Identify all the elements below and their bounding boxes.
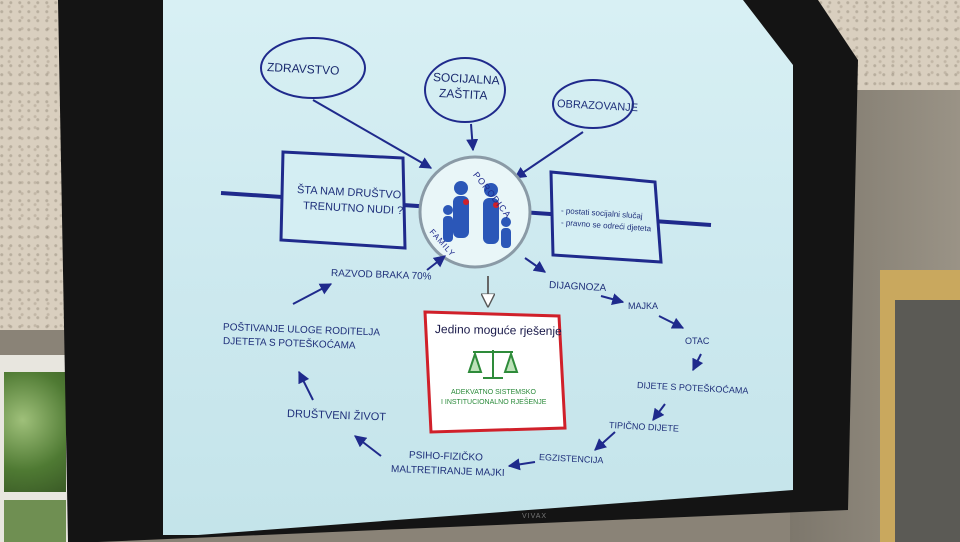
solution-title: Jedino moguće rješenje [434, 322, 562, 339]
door-panel [895, 300, 960, 542]
arrow-razvod-circle [426, 255, 446, 271]
right-box [549, 170, 663, 264]
node-obrazovanje-ellipse [552, 79, 634, 129]
arrow-obrazovanje [514, 131, 584, 179]
arrow-dijagnoza-majka [600, 293, 625, 305]
node-zdravstvo-ellipse [260, 37, 366, 99]
left-box [279, 150, 407, 250]
arrow-zdravstvo [312, 99, 433, 169]
arrow-tipicno-egzistencija [594, 431, 616, 451]
arrow-dijete-tipicno [652, 403, 666, 421]
window-trees [4, 372, 66, 492]
solution-line-1: ADEKVATNO SISTEMSKO [451, 389, 536, 396]
cycle-majka: MAJKA [628, 301, 659, 311]
cycle-otac: OTAC [685, 336, 710, 346]
arrow-otac-dijete [692, 353, 704, 372]
arrow-psiho-drustveni [354, 435, 382, 457]
scales-icon [467, 350, 519, 379]
family-figures [443, 181, 511, 248]
solution-box [423, 310, 567, 434]
node-socijalna-ellipse [424, 57, 506, 123]
arrow-postivanje-razvod [292, 283, 333, 305]
arrow-socijalna [466, 123, 479, 152]
solution-line-2: I INSTITUCIONALNO RJEŠENJE [441, 399, 547, 406]
arrow-egzistencija-psiho [507, 458, 536, 471]
arrow-circle-dijagnoza [524, 257, 546, 273]
diagram-graphics [220, 37, 712, 471]
tv-brand-label: VIVAX [522, 513, 548, 520]
projected-slide: ZDRAVSTVO SOCIJALNA ZAŠTITA OBRAZOVANJE … [163, 0, 793, 535]
arrow-drustveni-postivanje [298, 370, 314, 401]
arrow-majka-otac [658, 315, 685, 329]
node-socijalna-label-2: ZAŠTITA [438, 86, 488, 103]
window-lower [4, 500, 66, 542]
